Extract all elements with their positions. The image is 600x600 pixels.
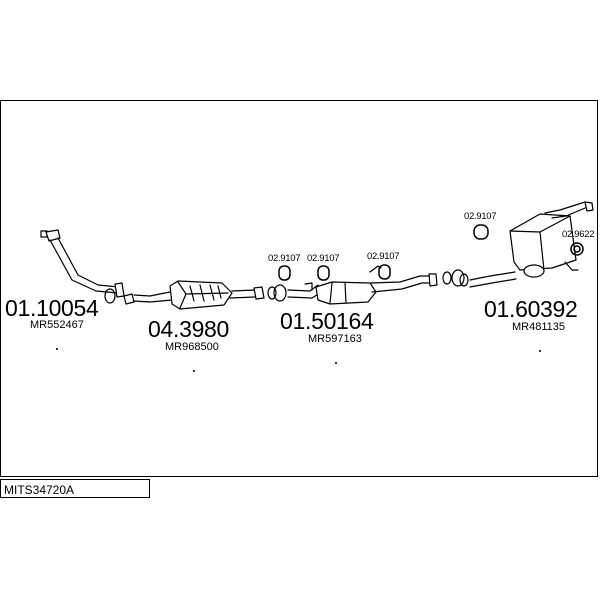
marker-dot — [539, 350, 541, 352]
assembly-code: MITS34720A — [4, 483, 75, 497]
accessory-gasket: 02.9622 — [562, 229, 595, 240]
rear-silencer-drawing — [469, 201, 594, 288]
front-pipe-drawing — [40, 229, 125, 298]
part-ref-centre-silencer: MR597163 — [308, 333, 362, 345]
marker-dot — [193, 370, 195, 372]
accessory-hanger-1: 02.9107 — [268, 253, 301, 264]
part-number-catalytic-converter: 04.3980 — [148, 316, 230, 342]
part-number-centre-silencer: 01.50164 — [280, 308, 374, 334]
part-number-front-pipe: 01.10054 — [5, 295, 99, 321]
marker-dot — [335, 362, 337, 364]
diagram-frame — [0, 100, 598, 477]
accessory-hanger-3: 02.9107 — [367, 251, 400, 262]
part-ref-front-pipe: MR552467 — [30, 319, 84, 331]
marker-dot — [56, 348, 58, 350]
part-ref-catalytic-converter: MR968500 — [165, 341, 219, 353]
catalytic-converter-drawing — [123, 280, 265, 310]
accessory-hanger-4: 02.9107 — [464, 211, 497, 222]
part-ref-rear-silencer: MR481135 — [512, 321, 565, 333]
centre-silencer-drawing — [287, 265, 438, 305]
part-number-rear-silencer: 01.60392 — [484, 296, 578, 322]
assembly-code-box: MITS34720A — [0, 479, 150, 498]
hanger-drawings — [278, 224, 584, 281]
clamp-drawings — [104, 269, 469, 304]
accessory-hanger-2: 02.9107 — [307, 253, 340, 264]
